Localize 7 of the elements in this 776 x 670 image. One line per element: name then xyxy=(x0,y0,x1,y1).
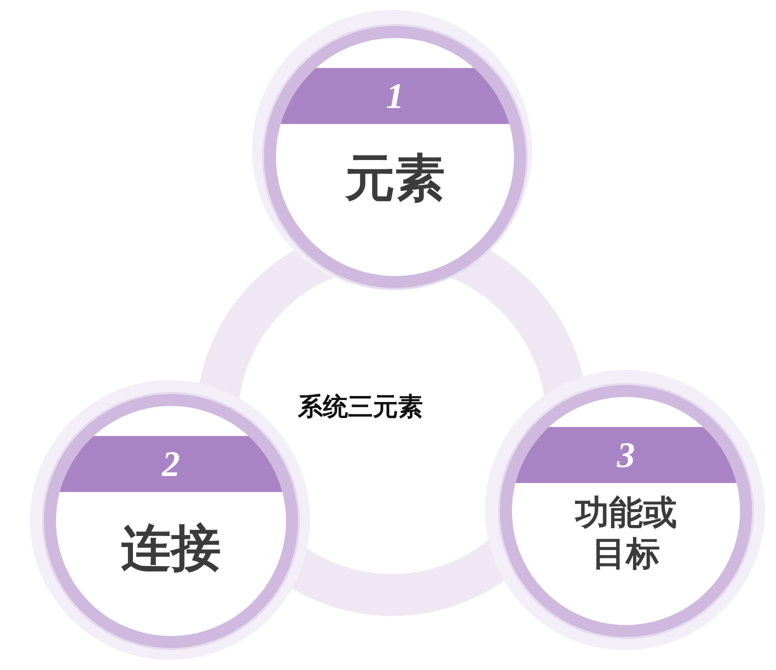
circle-label: 元素 xyxy=(345,148,445,208)
step-number: 2 xyxy=(162,446,180,482)
step-number: 1 xyxy=(386,78,404,114)
center-label: 系统三元素 xyxy=(298,391,423,423)
circle-label: 连接 xyxy=(121,518,221,578)
step-number: 3 xyxy=(617,437,635,473)
circle-label: 功能或目标 xyxy=(574,493,678,575)
